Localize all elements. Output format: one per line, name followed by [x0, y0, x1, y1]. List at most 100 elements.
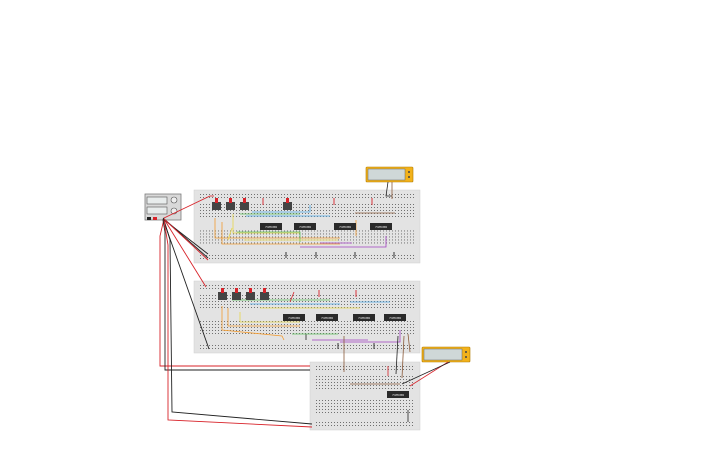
dip-switch[interactable]	[226, 198, 235, 210]
display-top[interactable]	[365, 166, 414, 183]
breadboard-hole	[326, 255, 327, 256]
breadboard-hole	[350, 330, 351, 331]
breadboard-hole	[281, 304, 282, 305]
breadboard-hole	[362, 239, 363, 241]
ic-chip[interactable]: 74HC86	[294, 223, 316, 230]
breadboard-hole	[320, 324, 321, 325]
breadboard-hole	[278, 348, 279, 349]
breadboard-hole	[293, 210, 294, 211]
breadboard-hole	[341, 295, 342, 296]
breadboard-hole	[395, 239, 396, 241]
breadboard-hole	[344, 204, 345, 205]
breadboard-hole	[236, 324, 237, 325]
breadboard-hole	[365, 236, 366, 238]
breadboard-hole	[305, 324, 306, 325]
breadboard-hole	[377, 285, 378, 286]
power-supply[interactable]	[144, 193, 182, 221]
breadboard-hole	[278, 304, 279, 305]
breadboard-hole	[338, 258, 339, 259]
ic-chip[interactable]: 74HC86	[334, 223, 356, 230]
breadboard-hole	[212, 258, 213, 259]
breadboard-hole	[302, 255, 303, 256]
breadboard-hole	[317, 327, 318, 328]
dip-switch[interactable]	[212, 198, 221, 210]
breadboard-hole	[377, 295, 378, 296]
breadboard-middle[interactable]	[193, 280, 421, 354]
dip-switch[interactable]	[246, 288, 255, 300]
breadboard-hole	[389, 307, 390, 308]
breadboard-hole	[397, 366, 398, 367]
breadboard-hole	[224, 255, 225, 256]
breadboard-hole	[308, 285, 309, 286]
breadboard-hole	[395, 230, 396, 232]
breadboard-hole	[319, 379, 320, 380]
breadboard-hole	[347, 194, 348, 195]
ic-chip[interactable]: 74HC86	[353, 314, 375, 321]
breadboard-hole	[344, 327, 345, 328]
breadboard-hole	[248, 197, 249, 198]
breadboard-hole	[410, 236, 411, 238]
breadboard-hole	[320, 348, 321, 349]
breadboard-hole	[317, 197, 318, 198]
breadboard-hole	[230, 239, 231, 241]
breadboard-hole	[263, 258, 264, 259]
breadboard-hole	[341, 288, 342, 289]
power-supply-knob-1[interactable]	[170, 196, 178, 204]
breadboard-hole	[203, 288, 204, 289]
breadboard-hole	[382, 425, 383, 426]
breadboard-hole	[403, 422, 404, 423]
breadboard-hole	[361, 382, 362, 383]
breadboard-hole	[242, 324, 243, 325]
breadboard-hole	[331, 406, 332, 407]
breadboard-hole	[308, 233, 309, 235]
display-bottom[interactable]	[421, 346, 471, 363]
breadboard-hole	[260, 207, 261, 208]
breadboard-hole	[296, 194, 297, 195]
breadboard-hole	[305, 210, 306, 211]
breadboard-hole	[353, 333, 354, 334]
breadboard-hole	[278, 285, 279, 286]
breadboard-hole	[362, 216, 363, 217]
ic-chip[interactable]: 74HC86	[260, 223, 282, 230]
ic-chip[interactable]: 74HC86	[316, 314, 338, 321]
breadboard-hole	[332, 204, 333, 205]
ic-chip[interactable]: 74HC86	[370, 223, 392, 230]
breadboard-hole	[347, 230, 348, 232]
breadboard-hole	[397, 406, 398, 407]
breadboard-hole	[400, 376, 401, 377]
breadboard-hole	[287, 321, 288, 322]
breadboard-hole	[371, 213, 372, 214]
breadboard-hole	[371, 236, 372, 238]
breadboard-hole	[284, 324, 285, 325]
breadboard-hole	[236, 230, 237, 232]
breadboard-hole	[320, 204, 321, 205]
breadboard-hole	[364, 403, 365, 404]
breadboard-hole	[394, 403, 395, 404]
breadboard-hole	[326, 204, 327, 205]
dip-switch[interactable]	[283, 198, 292, 210]
breadboard-hole	[403, 366, 404, 367]
breadboard-hole	[352, 412, 353, 413]
breadboard-hole	[206, 210, 207, 211]
breadboard-hole	[392, 288, 393, 289]
dip-switch[interactable]	[260, 288, 269, 300]
dip-switch[interactable]	[232, 288, 241, 300]
breadboard-hole	[370, 376, 371, 377]
breadboard-hole	[401, 295, 402, 296]
ic-chip[interactable]: 74HC86	[283, 314, 305, 321]
breadboard-hole	[341, 213, 342, 214]
ic-chip[interactable]: 74HC86	[387, 391, 409, 398]
breadboard-hole	[257, 233, 258, 235]
breadboard-hole	[224, 207, 225, 208]
breadboard-hole	[269, 330, 270, 331]
breadboard-hole	[344, 255, 345, 256]
breadboard-hole	[407, 330, 408, 331]
ic-chip[interactable]: 74HC86	[384, 314, 406, 321]
breadboard-hole	[221, 258, 222, 259]
breadboard-hole	[212, 307, 213, 308]
breadboard-hole	[257, 197, 258, 198]
breadboard-hole	[212, 321, 213, 322]
breadboard-hole	[373, 366, 374, 367]
dip-switch[interactable]	[218, 288, 227, 300]
dip-switch[interactable]	[240, 198, 249, 210]
